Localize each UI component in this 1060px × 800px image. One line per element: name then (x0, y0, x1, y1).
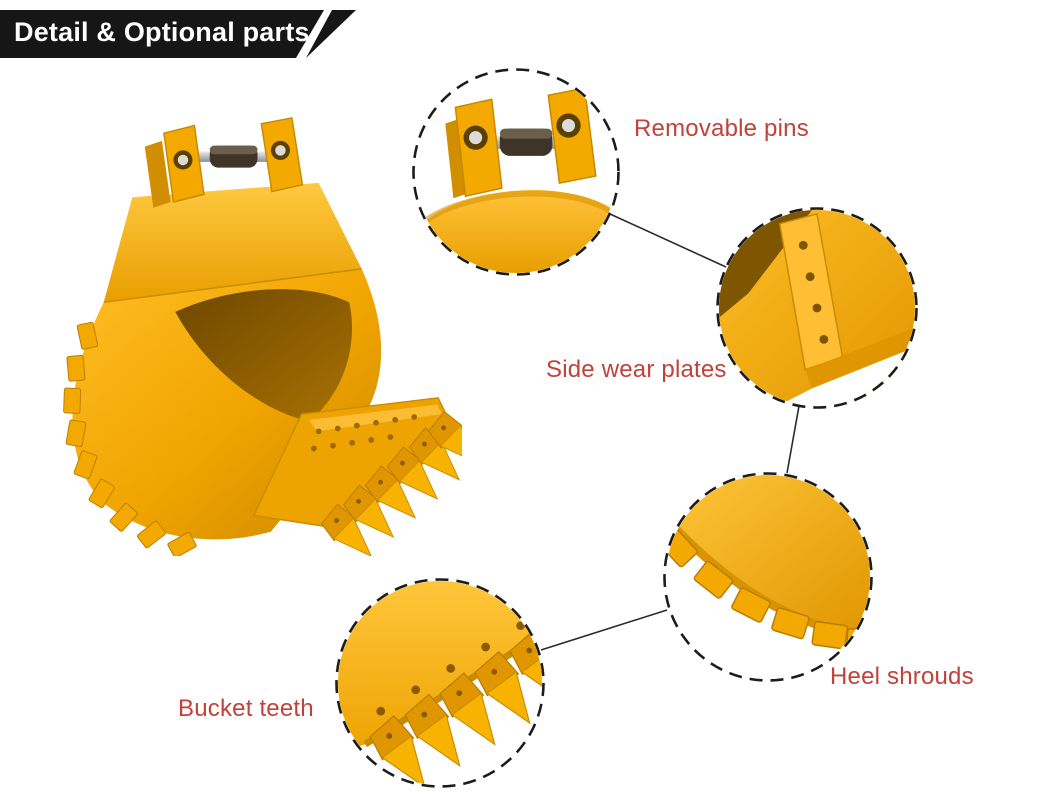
removable-pins-detail-image (415, 71, 617, 273)
connector-teeth-heel (540, 609, 668, 651)
connector-plates-heel (786, 405, 800, 474)
page-title: Detail & Optional parts (14, 17, 310, 47)
mounting-bracket (144, 117, 304, 208)
dashed-circle (716, 207, 918, 409)
bucket-illustration (63, 117, 489, 569)
bracket-rear-ear (144, 140, 171, 208)
dashed-circle (663, 472, 873, 682)
label-bucket-teeth: Bucket teeth (178, 695, 314, 722)
label-heel-shrouds: Heel shrouds (830, 663, 974, 690)
banner-ribbon-shape (0, 10, 356, 58)
bucket-teeth-detail-image (338, 581, 542, 785)
dashed-circle (412, 68, 620, 276)
left-pin-end (177, 154, 189, 166)
bucket-mouth (175, 289, 353, 422)
bucket-photo (32, 106, 489, 569)
bracket-bushing-highlight (209, 145, 258, 155)
floor-bolts (311, 414, 418, 452)
teeth-bolts-zoom (376, 621, 525, 716)
callout-removable-pins (411, 67, 621, 277)
callout-side-wear-plates (715, 206, 919, 410)
callout-heel-shrouds (662, 471, 874, 683)
floor-highlight (309, 404, 442, 432)
heel-shrouds-detail-image (666, 475, 870, 679)
bucket-top-panel (103, 182, 362, 303)
side-wear-plates-detail-image (719, 210, 915, 406)
title-banner: Detail & Optional parts (0, 10, 370, 58)
right-pin-end (275, 145, 286, 156)
connector-pins-plates (609, 213, 727, 268)
label-side-wear-plates: Side wear plates (546, 356, 727, 383)
bucket-seam (103, 268, 362, 304)
dashed-circle (335, 578, 545, 788)
callout-bucket-teeth (334, 577, 546, 789)
label-removable-pins: Removable pins (634, 115, 809, 142)
